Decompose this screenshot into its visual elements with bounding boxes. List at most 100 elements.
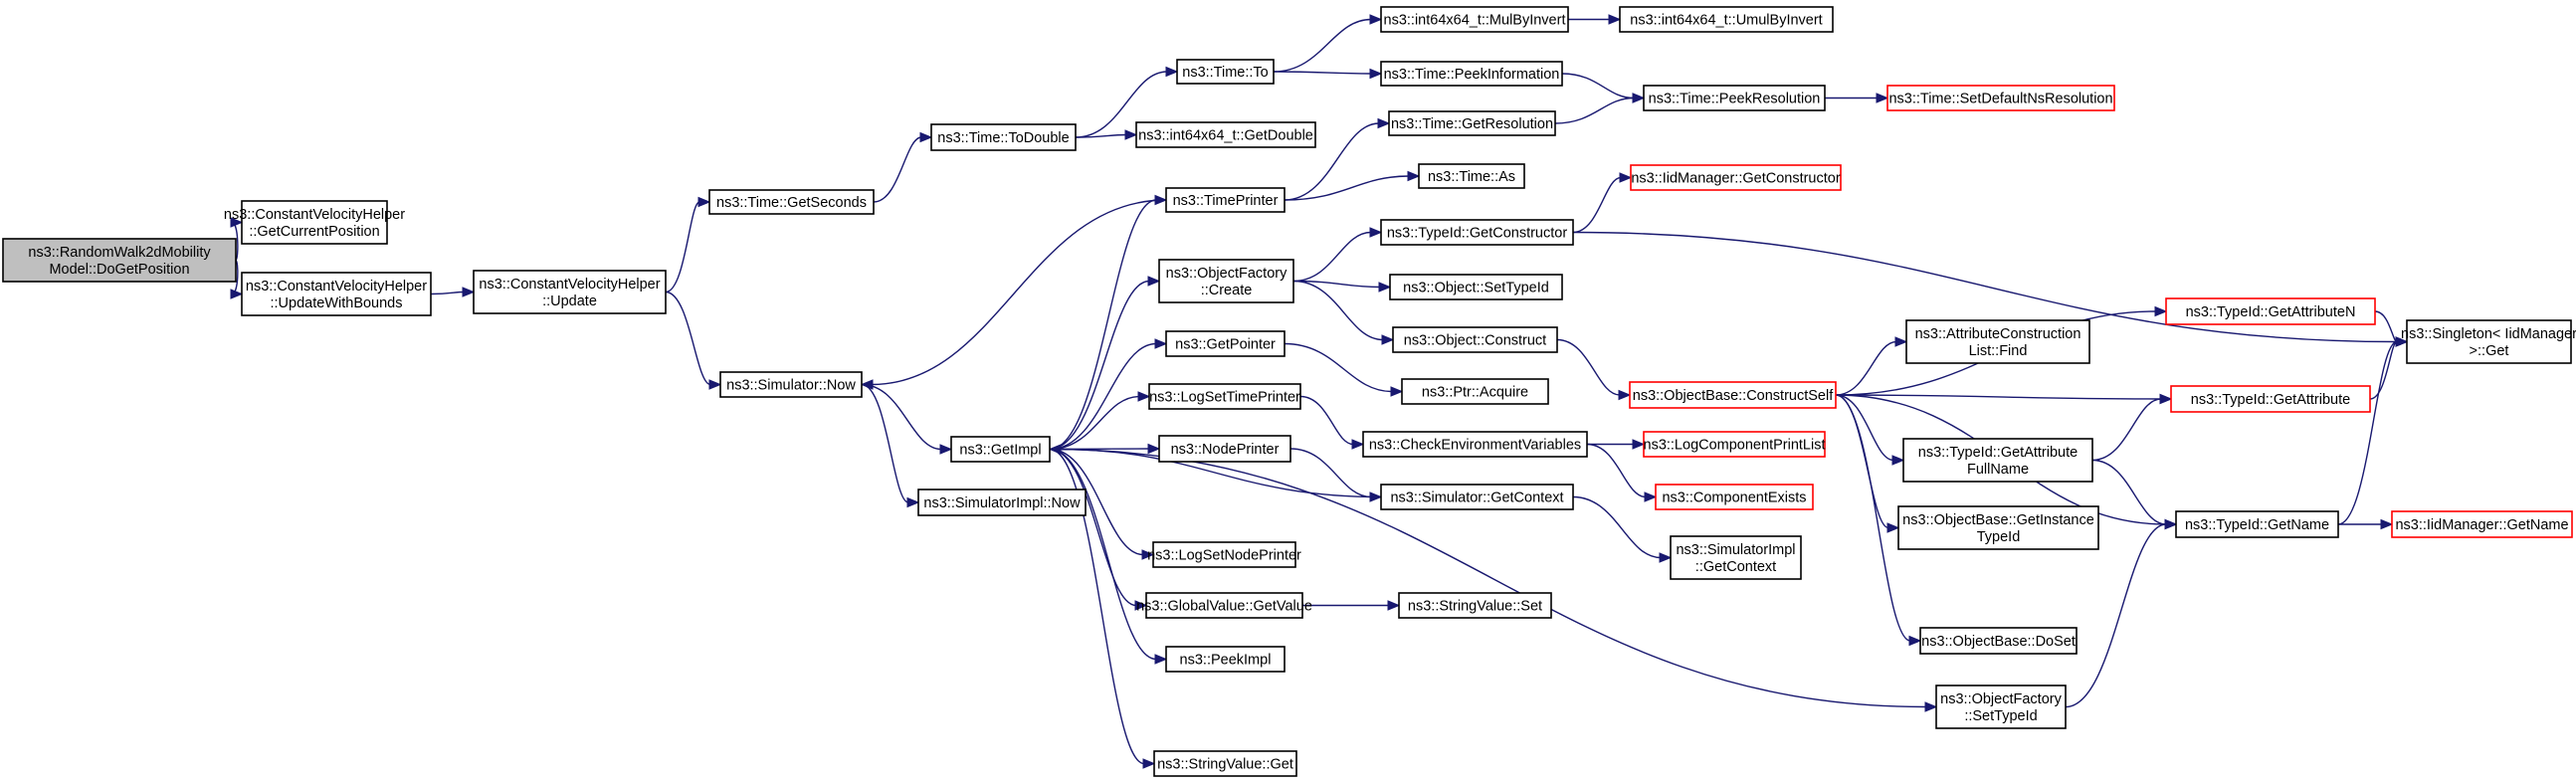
node-rw[interactable]: ns3::RandomWalk2dMobilityModel::DoGetPos… [2,238,237,283]
node-label: ns3::SimulatorImpl [1676,542,1795,558]
node-label: ns3::TypeId::GetAttribute [1918,445,2078,461]
node-iidm-gn[interactable]: ns3::IidManager::GetName [2391,510,2573,538]
edge-arrowhead [1165,66,1179,78]
edge-cvh-u-to-sim-now [665,291,711,386]
node-tp[interactable]: ns3::TimePrinter [1165,187,1286,213]
node-cev[interactable]: ns3::CheckEnvironmentVariables [1362,431,1588,458]
node-t-as[interactable]: ns3::Time::As [1418,163,1525,189]
edge-arrowhead [1387,600,1401,611]
node-label: ns3::Time::ToDouble [937,130,1069,146]
node-ob-doset[interactable]: ns3::ObjectBase::DoSet [1919,627,2078,655]
node-box [1619,6,1834,33]
edge-arrowhead [1369,227,1383,238]
node-box [1165,330,1286,357]
node-sv-get[interactable]: ns3::StringValue::Get [1153,750,1297,777]
edge-getimpl-to-lstp [1049,395,1140,451]
node-t-gs[interactable]: ns3::Time::GetSeconds [708,189,875,215]
node-label: >::Get [2470,343,2509,359]
node-box [1380,61,1563,87]
node-sim-gc[interactable]: ns3::Simulator::GetContext [1380,484,1574,510]
node-simimpl-now[interactable]: ns3::SimulatorImpl::Now [917,489,1087,516]
node-box [1145,592,1303,619]
node-simimpl-gc[interactable]: ns3::SimulatorImpl::GetContext [1670,535,1802,580]
node-i64-mbi[interactable]: ns3::int64x64_t::MulByInvert [1380,6,1569,33]
node-ptr-acq[interactable]: ns3::Ptr::Acquire [1401,378,1549,405]
edge-t-gr-to-t-pr [1554,97,1635,124]
node-t-to[interactable]: ns3::Time::To [1176,59,1275,85]
node-i64-gd[interactable]: ns3::int64x64_t::GetDouble [1135,121,1316,148]
node-cvh-uwb[interactable]: ns3::ConstantVelocityHelper::UpdateWithB… [241,272,432,316]
node-iidm-gc[interactable]: ns3::IidManager::GetConstructor [1630,164,1842,191]
node-i64-umbi[interactable]: ns3::int64x64_t::UmulByInvert [1619,6,1834,33]
node-ce[interactable]: ns3::ComponentExists [1655,484,1814,510]
edge-arrowhead [1147,276,1161,287]
node-gv-gv[interactable]: ns3::GlobalValue::GetValue [1136,592,1312,619]
edge-arrowhead [1134,600,1148,611]
node-box [1643,85,1826,111]
node-obj-sti[interactable]: ns3::Object::SetTypeId [1389,274,1563,300]
edge-lstp-to-cev [1299,395,1354,446]
node-box [2,238,237,283]
node-ob-cs[interactable]: ns3::ObjectBase::ConstructSelf [1629,381,1837,409]
edge-of-c-to-obj-sti [1292,280,1381,289]
node-box [1398,592,1552,619]
node-tid-gc[interactable]: ns3::TypeId::GetConstructor [1380,219,1574,246]
edge-arrowhead [1876,93,1889,103]
node-t-sdnr[interactable]: ns3::Time::SetDefaultNsResolution [1886,85,2115,111]
node-box [1655,484,1814,510]
node-box [1643,431,1826,458]
edge-arrowhead [1369,14,1383,25]
edge-arrowhead [1619,172,1633,183]
node-label: ns3::ComponentExists [1662,490,1806,506]
node-lcpl[interactable]: ns3::LogComponentPrintList [1643,431,1826,458]
edge-arrowhead [1154,338,1168,349]
edge-arrowhead [1618,389,1632,401]
node-t-gr[interactable]: ns3::Time::GetResolution [1388,110,1556,136]
node-box [2406,319,2572,364]
node-sim-now[interactable]: ns3::Simulator::Now [719,371,863,398]
node-label: ns3::ObjectBase::ConstructSelf [1633,388,1834,404]
edge-arrowhead [919,131,933,143]
node-t-td[interactable]: ns3::Time::ToDouble [930,123,1077,151]
edge-arrowhead [1369,68,1383,80]
node-label: ::GetContext [1695,559,1776,575]
node-box [241,272,432,316]
edge-sim-gc-to-getimpl [1059,448,1382,498]
edge-obj-con-to-ob-cs [1556,338,1621,396]
node-singleton[interactable]: ns3::Singleton< IidManager>::Get [2401,319,2576,364]
node-box [1401,378,1549,405]
node-t-pi[interactable]: ns3::Time::PeekInformation [1380,61,1563,87]
node-of-sti[interactable]: ns3::ObjectFactory::SetTypeId [1935,685,2067,729]
node-np[interactable]: ns3::NodePrinter [1158,435,1291,463]
edge-np-to-sim-gc [1289,448,1372,498]
edge-getptr-to-ptr-acq [1284,342,1393,393]
edge-getimpl-to-gv-gv [1049,448,1137,607]
edge-sim-now-to-getimpl [861,383,942,451]
edge-arrowhead [2380,518,2394,530]
node-tid-gan[interactable]: ns3::TypeId::GetAttributeN [2165,297,2376,325]
node-lstp[interactable]: ns3::LogSetTimePrinter [1148,383,1301,410]
edge-tid-gn-to-singleton [2337,340,2398,525]
node-getimpl[interactable]: ns3::GetImpl [950,436,1051,463]
node-label: ns3::Ptr::Acquire [1422,385,1528,401]
node-of-c[interactable]: ns3::ObjectFactory::Create [1158,259,1294,303]
node-getptr[interactable]: ns3::GetPointer [1165,330,1286,357]
node-obj-con[interactable]: ns3::Object::Construct [1392,326,1558,353]
node-cvh-u[interactable]: ns3::ConstantVelocityHelper::Update [473,270,667,314]
node-t-pr[interactable]: ns3::Time::PeekResolution [1643,85,1826,111]
node-tid-ga[interactable]: ns3::TypeId::GetAttribute [2170,385,2371,413]
node-sv-set[interactable]: ns3::StringValue::Set [1398,592,1552,619]
node-box [473,270,667,314]
node-lsnp[interactable]: ns3::LogSetNodePrinter [1147,541,1301,568]
node-tid-gn[interactable]: ns3::TypeId::GetName [2175,510,2339,538]
node-box [1905,319,2090,364]
node-cvh-gcp[interactable]: ns3::ConstantVelocityHelper::GetCurrentP… [224,200,405,245]
node-box [1135,121,1316,148]
node-box [2170,385,2371,413]
node-peekimpl[interactable]: ns3::PeekImpl [1165,646,1286,673]
edge-arrowhead [230,289,244,299]
node-label: ns3::Time::As [1428,169,1515,185]
